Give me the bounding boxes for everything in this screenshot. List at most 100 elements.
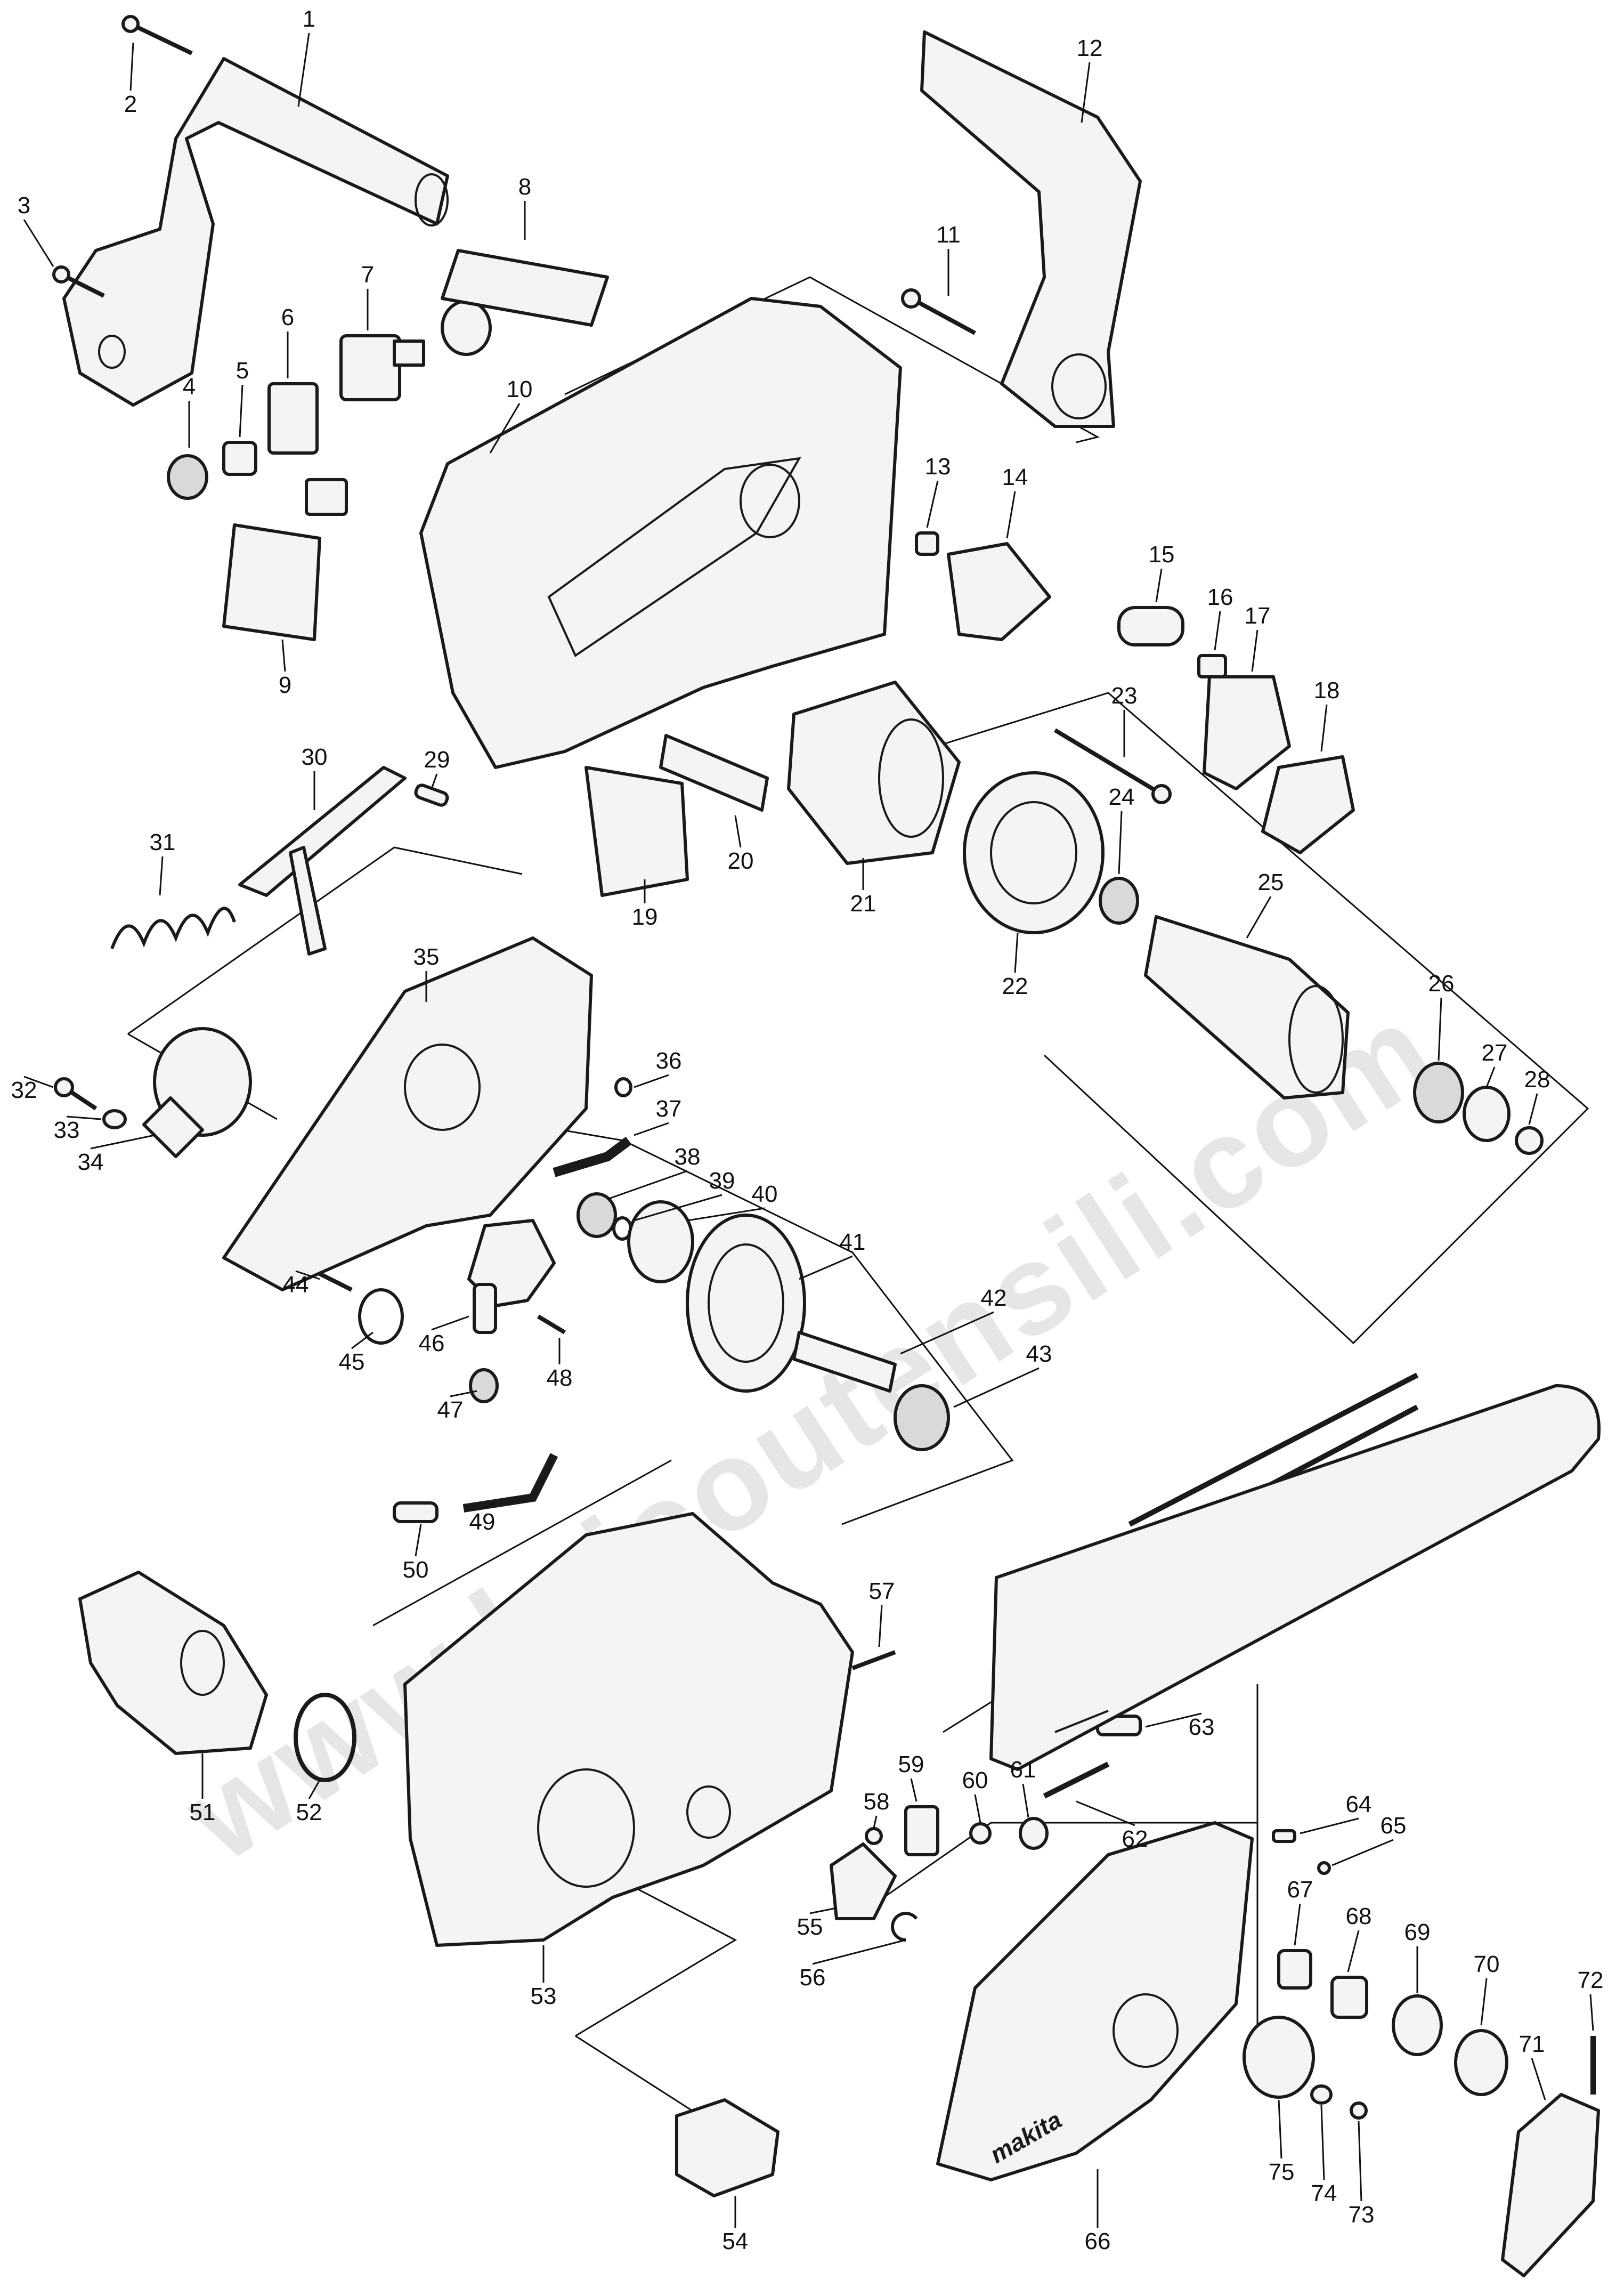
part-number-6: 6: [281, 304, 294, 330]
part-20-plate: [659, 734, 769, 812]
leader-line-32: [23, 1076, 54, 1088]
part-number-31: 31: [150, 829, 176, 855]
part-14-lock-lever: [947, 542, 1051, 641]
part-number-48: 48: [547, 1365, 573, 1391]
leader-line-63: [1145, 1712, 1202, 1728]
part-73-screw: [1350, 2101, 1368, 2120]
leader-line-5: [239, 384, 243, 438]
part-34-brake-band: [142, 1027, 252, 1158]
part-number-64: 64: [1346, 1791, 1372, 1817]
part-58-screw: [865, 1827, 883, 1845]
part-32-screw: [54, 1077, 98, 1111]
part-41-gear: [686, 1214, 806, 1393]
part-65-ball: [1317, 1861, 1331, 1875]
part-4-cap: [167, 454, 208, 500]
part-number-7: 7: [361, 262, 374, 288]
part-59-plate: [904, 1805, 939, 1856]
part-54-battery-terminal: [675, 2098, 779, 2197]
leader-line-49: [482, 1502, 496, 1509]
part-71-knob-cover: [1501, 2093, 1600, 2277]
part-number-47: 47: [437, 1397, 464, 1423]
leader-line-10: [489, 403, 521, 454]
part-number-72: 72: [1578, 1967, 1604, 1993]
part-17-cover: [1203, 675, 1291, 790]
part-16-spring: [1197, 654, 1227, 678]
part-number-21: 21: [850, 891, 876, 917]
part-number-18: 18: [1314, 677, 1340, 704]
leader-line-45: [351, 1331, 373, 1349]
leader-line-57: [878, 1605, 883, 1647]
leader-line-22: [1014, 932, 1019, 973]
part-69-knob-base: [1392, 1994, 1443, 2056]
leader-line-75: [1278, 2099, 1282, 2159]
part-1-front-handle: [62, 57, 449, 407]
leader-line-24: [1118, 811, 1123, 875]
part-19-terminal: [584, 766, 689, 897]
part-60-nut: [969, 1822, 992, 1845]
part-8-label: [441, 249, 609, 327]
part-47-cap: [469, 1368, 499, 1403]
leader-line-74: [1320, 2105, 1325, 2180]
part-number-46: 46: [419, 1330, 445, 1356]
leader-line-28: [1528, 1093, 1538, 1125]
leader-line-68: [1347, 1930, 1360, 1972]
leader-line-40: [687, 1207, 765, 1222]
part-number-57: 57: [869, 1578, 895, 1604]
leader-line-41: [799, 1255, 853, 1280]
part-46-oil-pump: [467, 1219, 556, 1334]
leader-line-59: [910, 1778, 917, 1802]
part-6-switch: [267, 382, 319, 455]
part-number-29: 29: [424, 747, 450, 773]
part-number-60: 60: [962, 1767, 988, 1793]
part-30-brake-link: [238, 766, 407, 956]
part-number-58: 58: [864, 1789, 890, 1815]
part-42-spindle: [792, 1331, 897, 1393]
part-61-adjuster: [1019, 1817, 1049, 1850]
part-35-gear-housing: [222, 936, 593, 1291]
part-number-11: 11: [936, 222, 961, 248]
part-number-74: 74: [1311, 2180, 1337, 2206]
part-number-62: 62: [1122, 1826, 1148, 1852]
part-56-circlip: [891, 1912, 918, 1942]
leader-line-9: [281, 639, 286, 672]
leader-line-65: [1331, 1839, 1394, 1866]
leader-line-16: [1214, 611, 1221, 651]
leader-line-47: [450, 1390, 477, 1397]
part-43-bearing: [894, 1384, 950, 1451]
part-70-washer: [1454, 2029, 1508, 2096]
leader-line-18: [1320, 704, 1328, 752]
leader-line-42: [900, 1311, 994, 1355]
part-55-sprocket: [830, 1842, 897, 1920]
part-number-32: 32: [11, 1077, 37, 1103]
leader-line-12: [1081, 62, 1091, 123]
part-number-16: 16: [1207, 584, 1233, 610]
part-number-56: 56: [800, 1964, 826, 1991]
leader-line-46: [431, 1315, 469, 1331]
part-26-bearing: [1413, 1062, 1464, 1123]
part-7-switch-unit: [339, 300, 492, 401]
part-31-spring: [110, 907, 236, 950]
leader-line-58: [873, 1815, 878, 1829]
part-number-73: 73: [1349, 2202, 1375, 2228]
part-number-25: 25: [1258, 869, 1284, 895]
leader-line-72: [1589, 1994, 1594, 2031]
part-number-75: 75: [1269, 2159, 1295, 2185]
part-microswitch: [305, 478, 348, 516]
leader-line-3: [23, 219, 54, 267]
leader-line-38: [607, 1170, 688, 1200]
part-27-fan: [1463, 1086, 1511, 1142]
part-64-spring: [1272, 1829, 1296, 1843]
part-10-housing: [419, 297, 902, 769]
part-40-clutch: [627, 1200, 694, 1283]
part-number-23: 23: [1111, 683, 1138, 709]
part-68-spring: [1330, 1976, 1368, 2019]
part-number-19: 19: [632, 904, 658, 930]
part-21-stator: [787, 681, 961, 865]
part-23-screw: [1053, 728, 1172, 804]
part-25-armature: [1144, 915, 1350, 1100]
part-number-28: 28: [1524, 1066, 1550, 1093]
part-number-33: 33: [54, 1117, 80, 1143]
part-number-70: 70: [1474, 1951, 1500, 1977]
part-number-4: 4: [183, 374, 196, 400]
